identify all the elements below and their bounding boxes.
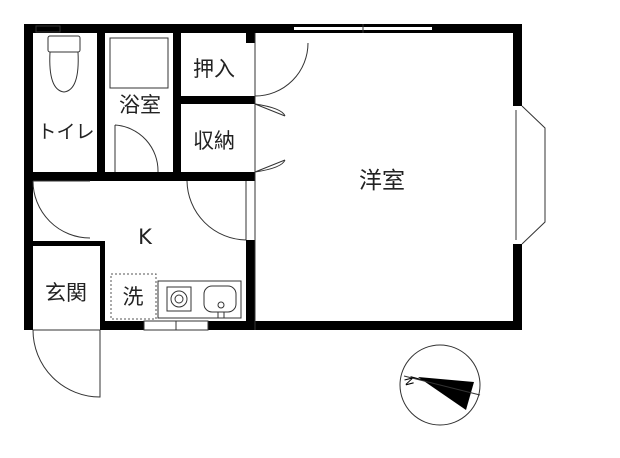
- room-label-western-room: 洋室: [359, 168, 405, 194]
- kitchen-counter: [157, 280, 242, 319]
- door-arcs: [32, 42, 309, 398]
- room-label-kitchen: K: [138, 225, 153, 249]
- washer-space: [110, 273, 157, 320]
- room-label-bathroom: 浴室: [119, 93, 161, 117]
- room-label-storage: 収納: [193, 129, 235, 153]
- north-label: N: [401, 376, 416, 387]
- room-label-washer: 洗: [123, 285, 144, 309]
- room-label-toilet: トイレ: [37, 121, 94, 143]
- toilet-fixture: [35, 25, 81, 93]
- walls: [24, 24, 522, 330]
- room-label-oshiire: 押入: [193, 57, 235, 81]
- compass: N: [399, 344, 481, 426]
- room-label-entrance: 玄関: [45, 281, 87, 305]
- bathtub: [109, 37, 169, 89]
